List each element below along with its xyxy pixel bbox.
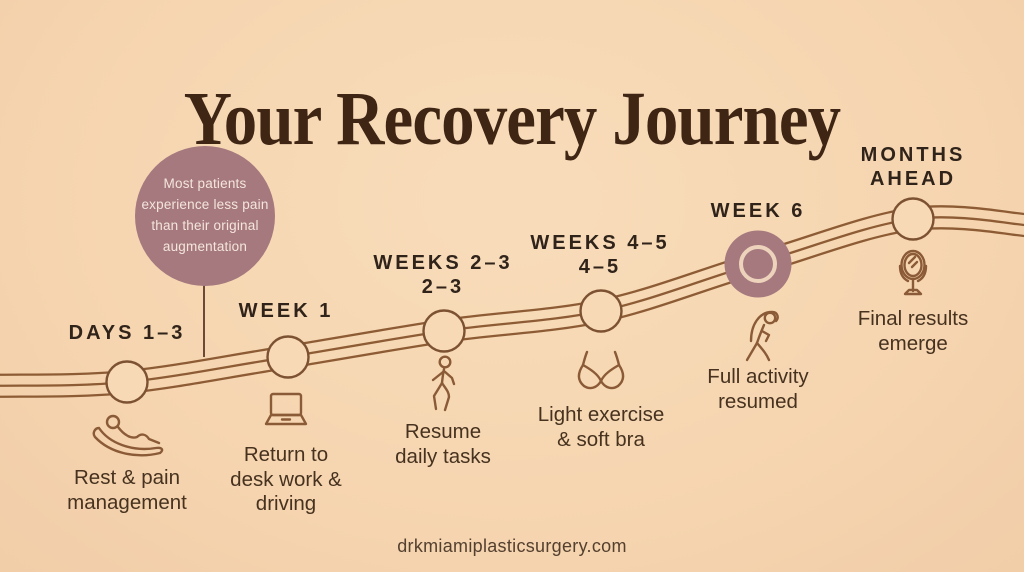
milestone-description-weeks-4-5: Light exercise & soft bra	[537, 403, 665, 451]
milestone-label-line: WEEKS 4–5	[530, 232, 670, 254]
page-title: Your Recovery Journey	[183, 76, 841, 161]
milestone-label-weeks-4-5: WEEKS 4–5 4–5	[530, 232, 669, 279]
timeline-node-weeks-4-5	[579, 289, 623, 333]
callout-line: augmentation	[162, 238, 248, 254]
road-line-bottom	[0, 227, 1024, 398]
stretching-person-icon	[745, 310, 779, 362]
bra-icon	[577, 350, 625, 390]
callout-line: experience less pain	[141, 197, 269, 213]
milestone-label-weeks-2-3: WEEKS 2–3 2–3	[373, 252, 512, 299]
timeline-node-weeks-2-3	[422, 309, 466, 353]
road-line-top	[0, 205, 1024, 376]
milestone-label-week-6: WEEK 6	[710, 200, 806, 222]
callout-bubble: Most patients experience less pain than …	[135, 146, 275, 286]
milestone-description-week-1: Return to desk work & driving	[230, 443, 342, 516]
milestone-description-days-1-3: Rest & pain management	[67, 466, 187, 514]
callout-line: Most patients	[163, 176, 247, 192]
milestone-description-months-ahead: Final results emerge	[857, 307, 969, 355]
milestone-label-subline: 2–3	[421, 275, 465, 298]
milestone-label-line: WEEKS 2–3	[373, 252, 513, 274]
laptop-icon	[264, 392, 308, 426]
milestone-label-months-ahead: MONTHS AHEAD	[860, 144, 966, 190]
timeline-node-months-ahead	[891, 197, 935, 241]
road-lines	[0, 205, 1024, 398]
timeline-node-week-6-ring	[739, 245, 777, 283]
callout-line: than their original	[151, 218, 259, 233]
timeline-node-week-6	[724, 230, 792, 298]
reclining-person-icon	[92, 414, 164, 457]
website-url: drkmiamiplasticsurgery.com	[397, 536, 627, 556]
walking-person-icon	[431, 355, 456, 412]
timeline-node-week-1	[266, 335, 310, 379]
milestone-label-days-1-3: DAYS 1–3	[68, 322, 186, 344]
mirror-icon	[898, 249, 928, 296]
milestone-description-weeks-2-3: Resume daily tasks	[395, 420, 491, 468]
road-line-middle	[0, 216, 1024, 387]
milestone-label-week-1: WEEK 1	[238, 300, 334, 322]
milestone-description-week-6: Full activity resumed	[707, 365, 809, 413]
milestone-label-subline: 4–5	[578, 255, 622, 278]
timeline-node-days-1-3	[105, 360, 149, 404]
